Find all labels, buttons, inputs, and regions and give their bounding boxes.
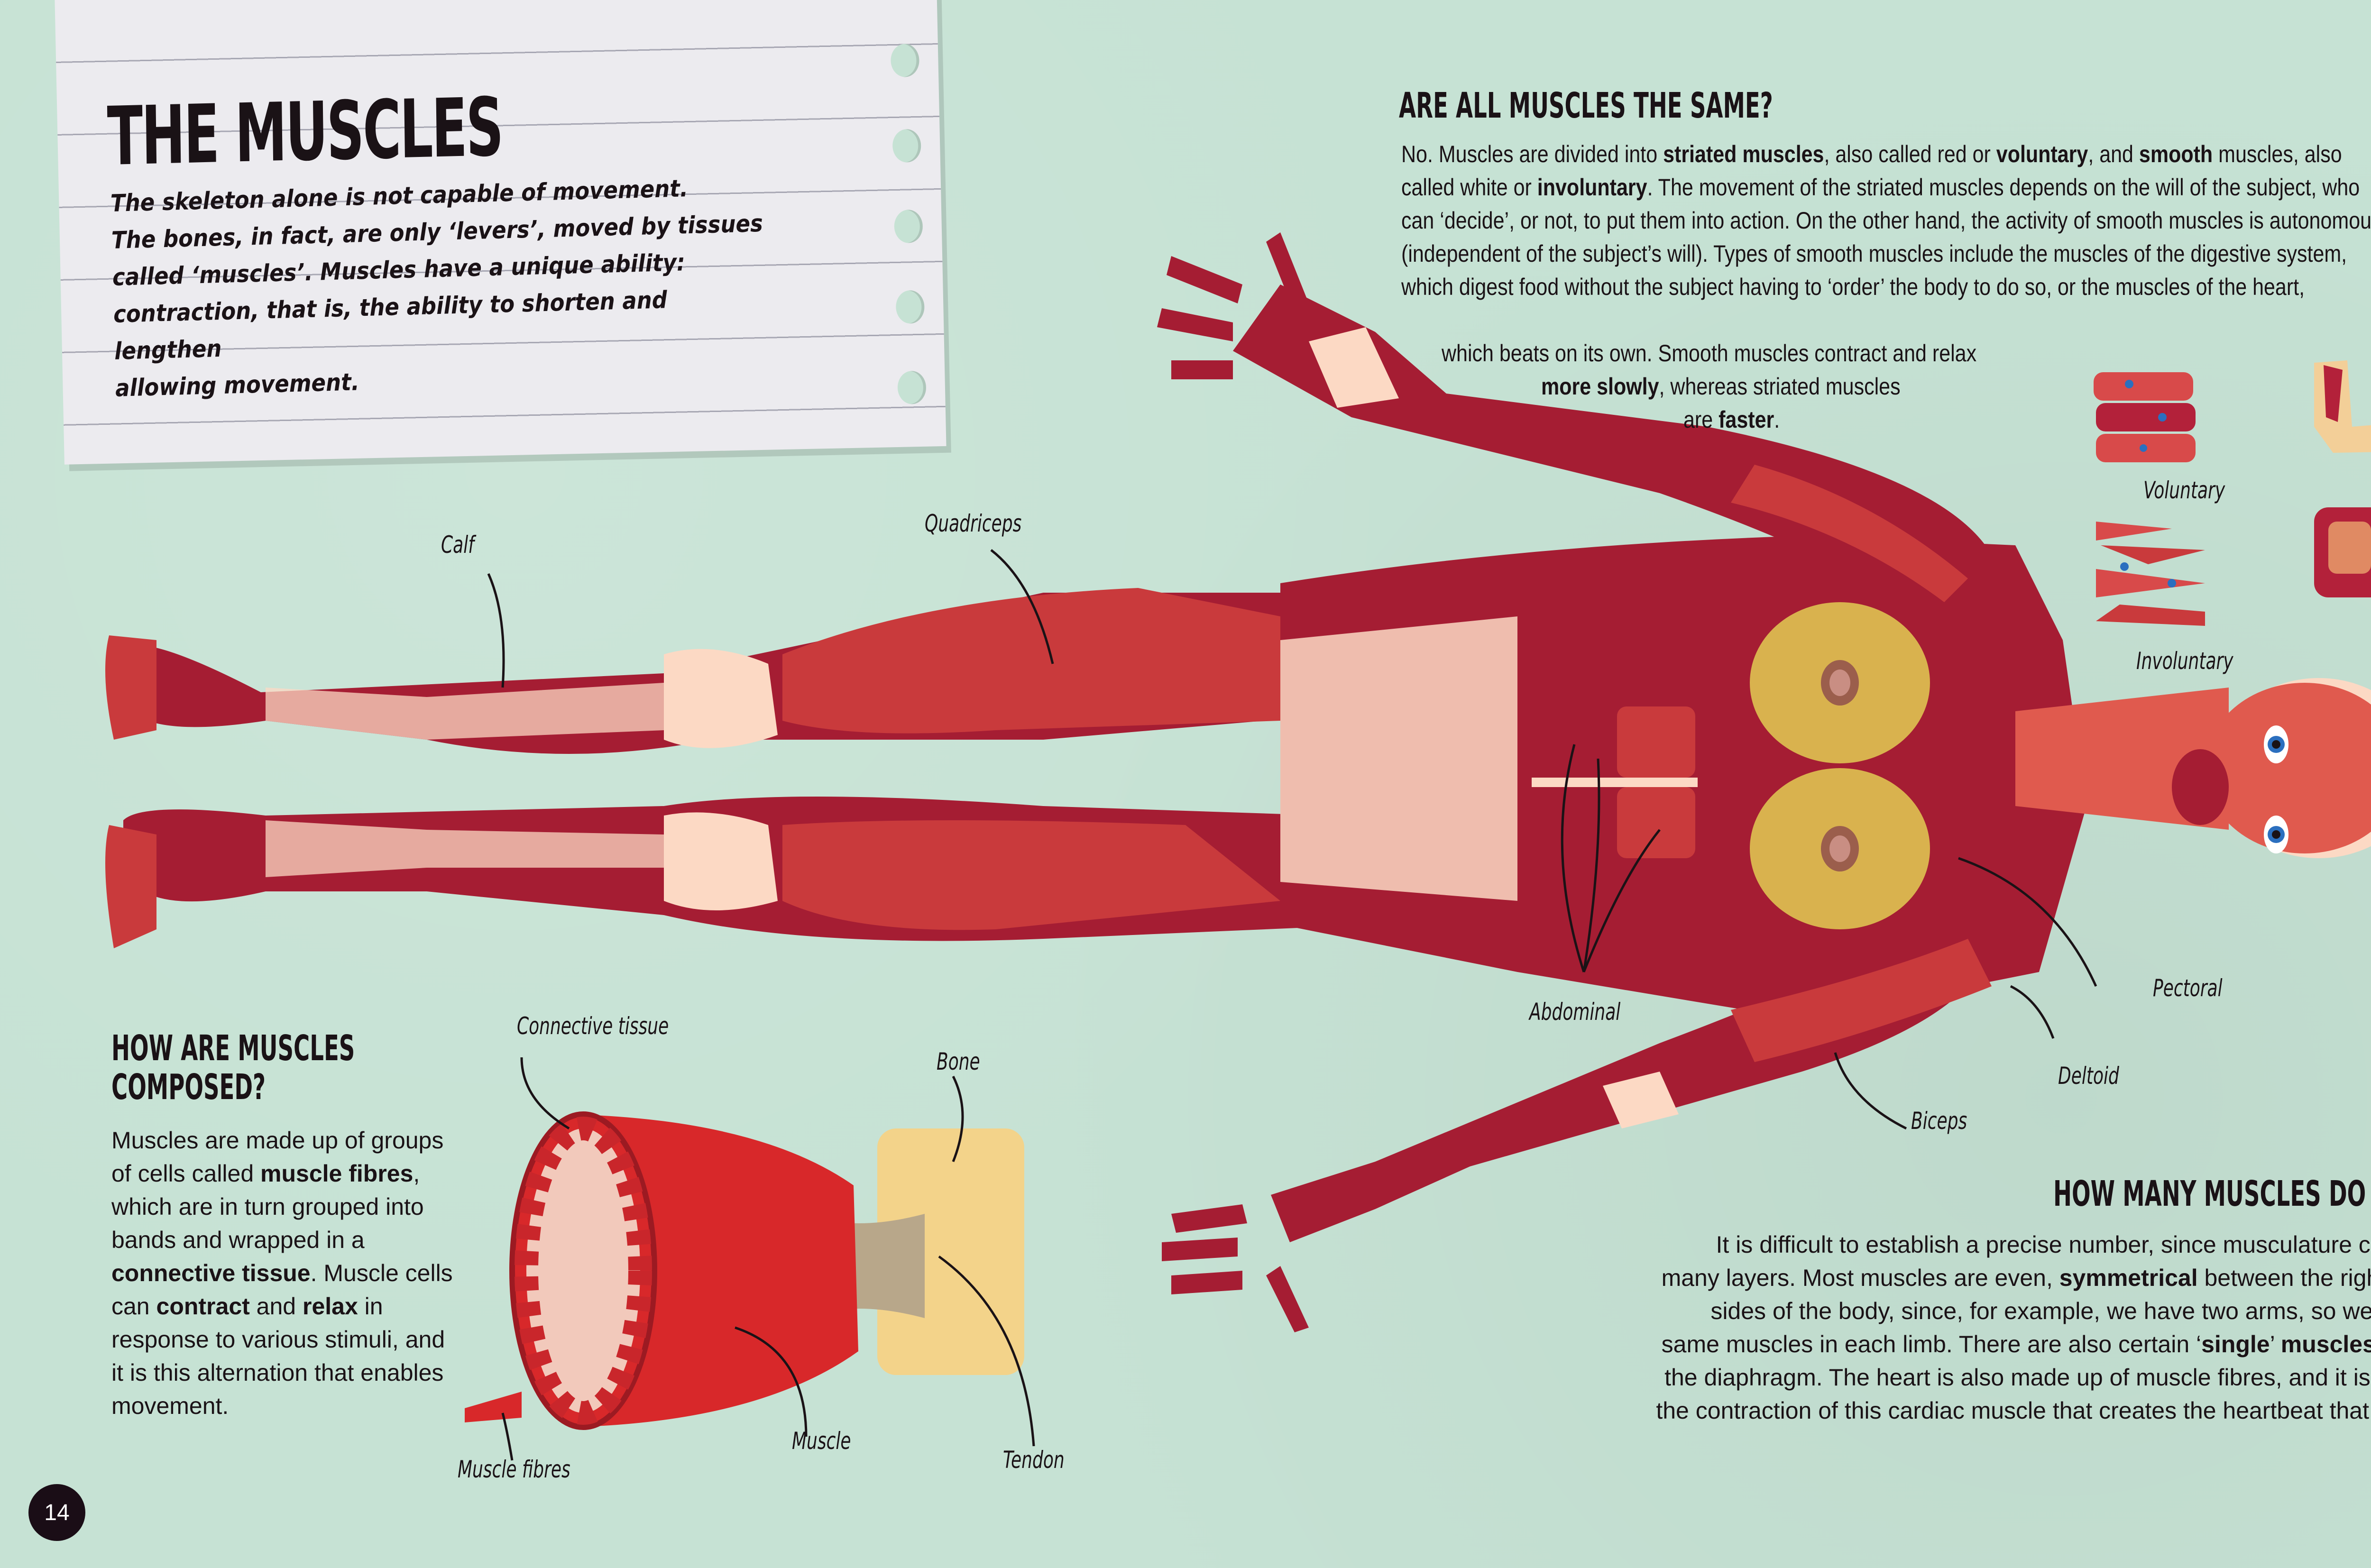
text-run: Muscles are made up of groups of cells c… xyxy=(111,1127,444,1187)
text-bold: voluntary xyxy=(1996,141,2088,167)
label-involuntary: Involuntary xyxy=(2136,647,2233,675)
text-run: which beats on its own. Smooth muscles c… xyxy=(1442,340,1977,367)
text-run: in response to various stimuli, and it i… xyxy=(111,1293,445,1419)
text-run: , also called red or xyxy=(1824,141,1996,167)
text-run: , and xyxy=(2088,141,2139,167)
text-bold: involuntary xyxy=(1537,174,1647,201)
text-run: muscles, also called white or xyxy=(1401,141,2342,201)
label-voluntary: Voluntary xyxy=(2143,477,2225,504)
label-bone: Bone xyxy=(937,1048,980,1075)
label-abdominal: Abdominal xyxy=(1529,998,1621,1026)
head xyxy=(2172,678,2371,858)
heading-line: HOW ARE MUSCLES xyxy=(111,1028,355,1069)
text-bold: muscle fibres xyxy=(260,1160,414,1187)
intestine-icon xyxy=(2314,507,2371,597)
elbow-joint-icon xyxy=(2314,360,2371,453)
text-bold: contract xyxy=(156,1293,250,1320)
label-quadriceps: Quadriceps xyxy=(925,510,1022,537)
section-text-how-many: It is difficult to establish a precise n… xyxy=(1655,1228,2371,1460)
voluntary-muscle-icon xyxy=(2094,372,2196,462)
upper-arm xyxy=(1157,232,1992,616)
text-run: It is difficult to establish a precise n… xyxy=(1661,1231,2371,1291)
text-run: No. Muscles are divided into xyxy=(1401,141,1663,167)
heading-line: COMPOSED? xyxy=(111,1067,266,1108)
text-bold: striated muscles xyxy=(1663,141,1824,167)
section-heading-how-many: HOW MANY MUSCLES DO WE HAVE? xyxy=(2053,1174,2371,1214)
legs xyxy=(105,588,1375,948)
text-run: . xyxy=(1774,406,1780,433)
text-bold: symmetrical xyxy=(2059,1265,2198,1291)
label-muscle-fibres: Muscle fibres xyxy=(458,1456,570,1483)
text-run: between the right and left sides of the … xyxy=(1661,1265,2371,1357)
muscle-bundle-diagram xyxy=(465,1111,1024,1430)
page-number-left: 14 xyxy=(28,1484,85,1541)
text-run: , whereas striated muscles xyxy=(1659,373,1901,400)
text-bold: single xyxy=(2201,1331,2270,1357)
text-run: ’ xyxy=(2270,1331,2281,1357)
text-bold: smooth xyxy=(2139,141,2213,167)
text-run: , such as the diaphragm. The heart is al… xyxy=(1656,1364,2371,1424)
section-heading-same: ARE ALL MUSCLES THE SAME? xyxy=(1399,85,1773,126)
text-run: . Muscle cells can xyxy=(111,1260,453,1320)
label-pectoral: Pectoral xyxy=(2153,974,2223,1002)
torso xyxy=(1280,536,2229,1019)
text-bold: faster xyxy=(1719,406,1774,433)
section-text-same: No. Muscles are divided into striated mu… xyxy=(1401,138,2371,303)
label-calf: Calf xyxy=(441,531,474,559)
text-run: and xyxy=(249,1293,303,1320)
text-bold: relax xyxy=(303,1293,358,1320)
section-text-same-tail: are faster. xyxy=(1683,403,1795,436)
section-heading-composed: HOW ARE MUSCLES COMPOSED? xyxy=(111,1029,355,1107)
text-run: , which are in turn grouped into bands a… xyxy=(111,1160,424,1253)
text-bold: muscles xyxy=(2280,1331,2371,1357)
lower-arm xyxy=(1162,925,1992,1332)
section-text-same-tail: which beats on its own. Smooth muscles c… xyxy=(1442,337,2064,370)
text-run: . The movement of the striated muscles d… xyxy=(1401,174,2371,300)
text-bold: more slowly xyxy=(1541,373,1659,400)
label-tendon: Tendon xyxy=(1003,1446,1065,1474)
label-deltoid: Deltoid xyxy=(2058,1062,2119,1090)
text-run: are xyxy=(1683,406,1719,433)
text-bold: connective tissue xyxy=(111,1260,311,1286)
label-arrows xyxy=(487,549,2097,1461)
label-biceps: Biceps xyxy=(1911,1107,1967,1135)
label-connective-tissue: Connective tissue xyxy=(517,1012,669,1040)
section-text-composed: Muscles are made up of groups of cells c… xyxy=(111,1124,453,1422)
label-muscle: Muscle xyxy=(792,1427,851,1455)
section-text-same-tail: more slowly, whereas striated muscles xyxy=(1541,370,1959,403)
involuntary-muscle-icon xyxy=(2096,522,2205,626)
